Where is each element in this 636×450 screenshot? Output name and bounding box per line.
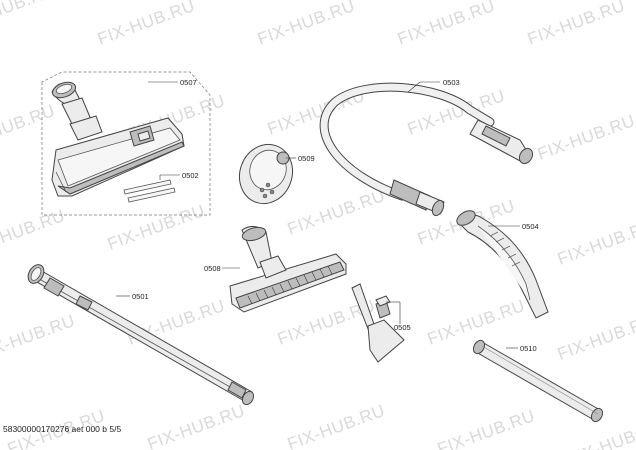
floor-nozzle-0507 [51, 81, 185, 197]
parquet-nozzle-0508 [229, 226, 347, 313]
watermark-text: FIX-HUB.RU [435, 406, 538, 450]
round-cover-0509 [239, 143, 293, 205]
watermark-text: FIX-HUB.RU [425, 296, 528, 349]
part-label-0510: 0510 [520, 344, 537, 353]
curved-handle-0504 [456, 210, 549, 319]
telescopic-tube-0501 [27, 264, 255, 406]
part-label-0501: 0501 [132, 292, 149, 301]
watermark-text: FIX-HUB.RU [395, 0, 498, 49]
watermark-text: FIX-HUB.RU [0, 206, 67, 259]
watermark-text: FIX-HUB.RU [565, 416, 636, 450]
part-label-0509: 0509 [298, 154, 315, 163]
watermark-text: FIX-HUB.RU [0, 0, 57, 34]
part-label-0508: 0508 [204, 264, 221, 273]
watermark-text: FIX-HUB.RU [285, 186, 388, 239]
watermark-text: FIX-HUB.RU [95, 0, 198, 49]
watermark-text: FIX-HUB.RU [145, 401, 248, 450]
watermark-text: FIX-HUB.RU [105, 201, 208, 254]
leader-0503 [407, 81, 421, 93]
watermark-text: FIX-HUB.RU [555, 311, 636, 364]
brush-strips-0502 [123, 179, 176, 203]
document-footer: 58300000170276 aet 000 b 5/5 [3, 424, 121, 434]
watermark-text: FIX-HUB.RU [0, 101, 57, 154]
group-dashed-box [41, 71, 211, 216]
part-label-0507: 0507 [180, 78, 197, 87]
part-label-0505: 0505 [394, 323, 411, 332]
part-label-0503: 0503 [443, 78, 460, 87]
watermark-text: FIX-HUB.RU [285, 401, 388, 450]
watermark-text: FIX-HUB.RU [255, 0, 358, 49]
watermark-text: FIX-HUB.RU [525, 0, 628, 49]
extension-tube-0510 [472, 339, 604, 423]
crevice-tool-0505 [351, 283, 405, 363]
watermark-text: FIX-HUB.RU [555, 216, 636, 269]
watermark-text: FIX-HUB.RU [0, 311, 77, 364]
part-label-0504: 0504 [522, 222, 539, 231]
hose-0503 [319, 82, 534, 217]
watermark-text: FIX-HUB.RU [535, 111, 636, 164]
part-label-0502: 0502 [182, 171, 199, 180]
